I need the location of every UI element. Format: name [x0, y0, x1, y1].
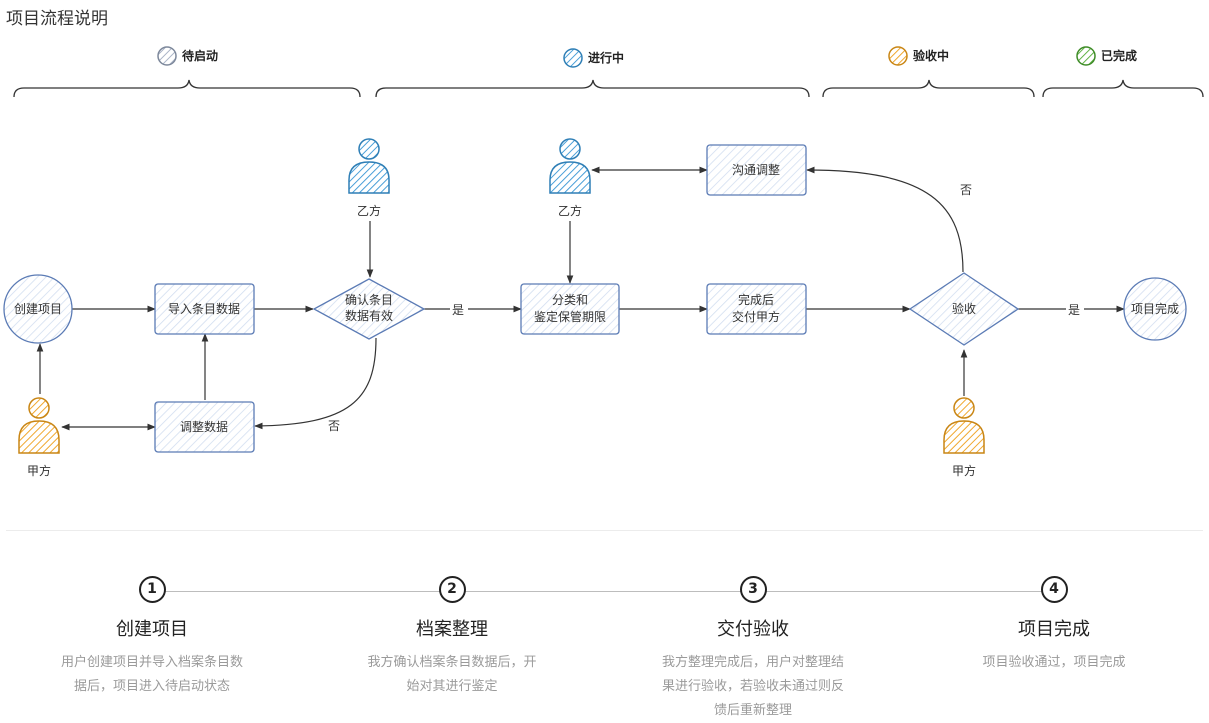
phase-in-progress-icon [563, 48, 583, 68]
node-create-project: 创建项目 [3, 274, 73, 344]
phase-accepting-icon [888, 46, 908, 66]
svg-text:乙方: 乙方 [357, 203, 381, 218]
person-icon [28, 397, 50, 419]
person-icon [358, 138, 380, 160]
step-description: 项目验收通过，项目完成 [982, 655, 1126, 670]
step-number: 2 [438, 576, 466, 603]
phase-in-progress-label: 进行中 [588, 50, 624, 65]
svg-text:沟通调整: 沟通调整 [732, 162, 780, 177]
step-description: 我方确认档案条目数据后，开始对其进行鉴定 [367, 655, 537, 694]
actor-party-b-2: 乙方 [549, 138, 591, 218]
svg-text:甲方: 甲方 [27, 463, 51, 478]
svg-text:甲方: 甲方 [952, 463, 976, 478]
flow-diagram: 待启动 进行中 验收中 已完成 是 否 否 是 [3, 46, 1204, 478]
svg-text:项目完成: 项目完成 [1131, 301, 1179, 316]
brace-accepting [822, 79, 1035, 98]
person-body [943, 420, 985, 454]
step-2: 2 档案整理 我方确认档案条目数据后，开始对其进行鉴定 [342, 576, 562, 699]
person-icon [953, 397, 975, 419]
svg-text:完成后: 完成后 [738, 292, 774, 307]
step-description: 用户创建项目并导入档案条目数据后，项目进入待启动状态 [60, 655, 243, 694]
phase-accepting: 验收中 [888, 46, 949, 66]
node-communicate: 沟通调整 [706, 144, 807, 196]
person-body [18, 420, 60, 454]
brace-in-progress [375, 79, 810, 98]
step-3: 3 交付验收 我方整理完成后，用户对整理结果进行验收，若验收未通过则反馈后重新整… [643, 576, 863, 723]
svg-text:乙方: 乙方 [558, 203, 582, 218]
phase-completed: 已完成 [1076, 46, 1137, 66]
phase-completed-label: 已完成 [1101, 48, 1137, 63]
step-number: 4 [1040, 576, 1068, 603]
phase-pending-icon [157, 46, 177, 66]
phase-pending: 待启动 [157, 46, 218, 66]
edge-label-yes-2: 是 [1068, 303, 1080, 317]
step-4: 4 项目完成 项目验收通过，项目完成 [944, 576, 1164, 675]
step-title: 创建项目 [116, 619, 188, 640]
step-number: 1 [138, 576, 166, 603]
actor-party-a-1: 甲方 [18, 397, 60, 478]
actor-party-a-2: 甲方 [943, 397, 985, 478]
person-icon [559, 138, 581, 160]
svg-text:创建项目: 创建项目 [14, 302, 62, 316]
step-title: 档案整理 [416, 619, 488, 640]
edge-confirm-adjust [254, 337, 377, 430]
phase-completed-icon [1076, 46, 1096, 66]
node-adjust-data: 调整数据 [154, 401, 255, 453]
svg-text:分类和: 分类和 [552, 293, 588, 307]
section-divider [6, 530, 1203, 531]
node-deliver: 完成后 交付甲方 [706, 283, 807, 335]
svg-text:鉴定保管期限: 鉴定保管期限 [534, 309, 606, 324]
svg-text:确认条目: 确认条目 [345, 293, 393, 307]
node-classify: 分类和 鉴定保管期限 [520, 283, 620, 335]
edge-label-yes-1: 是 [452, 303, 464, 317]
edge-label-no-1: 否 [328, 419, 340, 433]
svg-text:验收: 验收 [952, 301, 976, 316]
phase-pending-label: 待启动 [182, 48, 218, 63]
step-1: 1 创建项目 用户创建项目并导入档案条目数据后，项目进入待启动状态 [42, 576, 262, 699]
node-import-data: 导入条目数据 [154, 283, 255, 335]
svg-text:调整数据: 调整数据 [180, 419, 228, 434]
brace-pending [13, 79, 361, 98]
brace-completed [1042, 79, 1204, 98]
node-project-complete: 项目完成 [1123, 277, 1187, 341]
phase-accepting-label: 验收中 [913, 48, 949, 63]
svg-text:导入条目数据: 导入条目数据 [168, 301, 240, 316]
actor-party-b-1: 乙方 [348, 138, 390, 218]
edge-accept-communicate [806, 166, 964, 273]
steps-connector-line [165, 591, 1045, 592]
page-title: 项目流程说明 [6, 9, 108, 29]
step-title: 交付验收 [717, 619, 789, 640]
person-body [348, 161, 390, 194]
svg-text:交付甲方: 交付甲方 [732, 309, 780, 324]
svg-text:数据有效: 数据有效 [345, 308, 393, 323]
node-confirm-valid: 确认条目 数据有效 [312, 278, 426, 340]
edge-label-no-2: 否 [960, 183, 972, 197]
step-title: 项目完成 [1018, 619, 1090, 640]
node-accept: 验收 [908, 272, 1020, 346]
person-body [549, 161, 591, 194]
step-description: 我方整理完成后，用户对整理结果进行验收，若验收未通过则反馈后重新整理 [661, 655, 844, 718]
step-number: 3 [739, 576, 767, 603]
phase-in-progress: 进行中 [563, 48, 624, 68]
